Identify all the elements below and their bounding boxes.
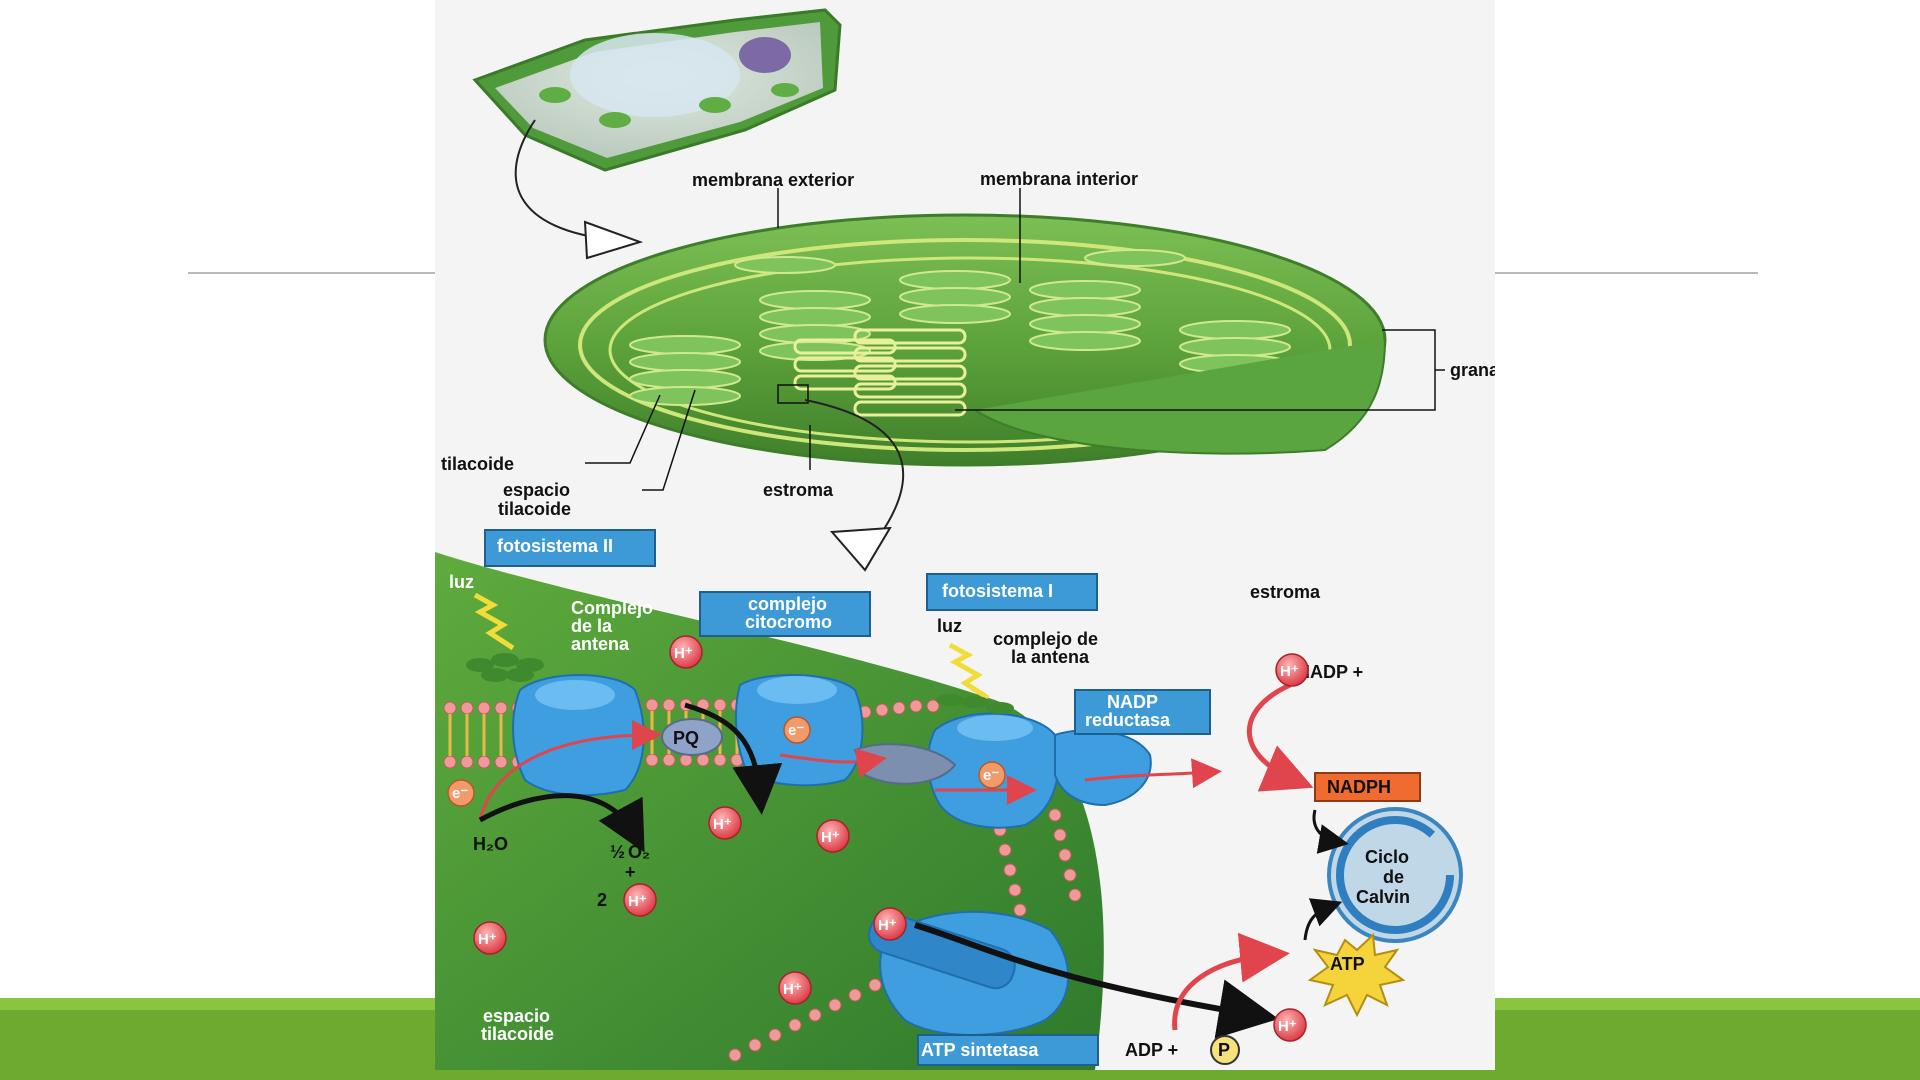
h-ion: H⁺ (816, 819, 850, 853)
phosphate-circle (1210, 1035, 1240, 1065)
svg-text:H⁺: H⁺ (1280, 663, 1299, 680)
atp-starburst (1307, 932, 1406, 1018)
label-pq: PQ (673, 728, 699, 748)
label-fotosistema-i: fotosistema I (942, 581, 1053, 601)
chloroplast-diagram: membrana exterior membrana interior gran… (435, 0, 1500, 1070)
electron: e⁻ (783, 716, 811, 744)
h-ion: H⁺ (669, 635, 703, 669)
label-complejo-citocromo-2: citocromo (745, 612, 832, 632)
label-espacio-bottom-2: tilacoide (481, 1024, 554, 1044)
reaction-arrows (478, 682, 1349, 1039)
atp-synthase-protein (868, 910, 1070, 1036)
h-ion: H⁺ (623, 883, 657, 917)
antenna-complex-dots (466, 653, 1014, 714)
label-espacio-tilacoide-line1: espacio (503, 480, 570, 500)
zoom-arrow-2 (804, 399, 905, 556)
label-p: P (1218, 1040, 1230, 1060)
label-atp: ATP (1330, 954, 1365, 974)
label-nadp-reductasa-2: reductasa (1085, 710, 1171, 730)
h-ion: H⁺ (1275, 653, 1309, 687)
svg-text:H⁺: H⁺ (713, 816, 732, 833)
label-antena-right-1: complejo de (993, 629, 1098, 649)
label-antena-left-1: Complejo (571, 598, 653, 618)
label-estroma-right: estroma (1250, 582, 1321, 602)
calvin-label-1: Ciclo (1365, 847, 1409, 867)
label-membrana-exterior: membrana exterior (692, 170, 854, 190)
label-antena-left-3: antena (571, 634, 630, 654)
box-nadph (1314, 772, 1421, 802)
chloroplast-body (543, 213, 1387, 467)
zoom-arrow-1 (514, 119, 616, 241)
pq-carrier (661, 718, 723, 756)
electron: e⁻ (447, 779, 475, 807)
box-atp-sintetasa (917, 1034, 1099, 1066)
box-nadp-reductasa (1074, 689, 1211, 735)
label-nadp-plus: NADP + (1297, 662, 1363, 682)
label-estroma-top: estroma (763, 480, 834, 500)
label-nadph: NADPH (1327, 777, 1391, 797)
label-antena-left-2: de la (571, 616, 613, 636)
label-complejo-citocromo-1: complejo (748, 594, 827, 614)
leader-lines-top (585, 188, 1445, 491)
label-antena-right-2: la antena (1011, 647, 1090, 667)
light-bolt-left (473, 592, 515, 651)
label-espacio-tilacoide-line2: tilacoide (498, 499, 571, 519)
divider-right (1493, 272, 1758, 274)
label-luz-right: luz (937, 616, 962, 636)
svg-text:H⁺: H⁺ (628, 893, 647, 910)
svg-text:H⁺: H⁺ (783, 981, 802, 998)
h-ion: H⁺ (1273, 1008, 1307, 1042)
label-o2: O₂ (628, 842, 650, 862)
svg-text:H⁺: H⁺ (878, 917, 897, 934)
zoom-arrow-2-head (829, 526, 892, 572)
calvin-cycle: Ciclo de Calvin (1327, 807, 1463, 943)
h-ion: H⁺ (873, 907, 907, 941)
svg-text:e⁻: e⁻ (983, 767, 999, 784)
divider-left (188, 272, 438, 274)
label-plus-o2: + (625, 862, 636, 882)
box-complejo-citocromo (699, 591, 871, 637)
calvin-label-2: de (1383, 867, 1404, 887)
svg-text:H⁺: H⁺ (1278, 1018, 1297, 1035)
zoom-arrow-1-head (583, 220, 644, 260)
electron: e⁻ (978, 761, 1006, 789)
svg-text:e⁻: e⁻ (788, 722, 804, 739)
box-fotosistema-i (926, 573, 1098, 611)
photosystem-ii-protein (512, 674, 645, 797)
label-fotosistema-ii: fotosistema II (497, 536, 613, 556)
cytochrome-complex-protein (734, 674, 864, 787)
label-half: ½ (610, 842, 625, 862)
svg-text:H⁺: H⁺ (674, 645, 693, 662)
h-ion: H⁺ (778, 971, 812, 1005)
plant-cell-illustration (472, 8, 842, 172)
svg-text:H⁺: H⁺ (478, 931, 497, 948)
label-two: 2 (597, 890, 607, 910)
label-grana: grana (1450, 360, 1495, 380)
svg-text:H⁺: H⁺ (821, 829, 840, 846)
h-ion: H⁺ (708, 806, 742, 840)
h-ion: H⁺ (473, 921, 507, 955)
label-h2o: H₂O (473, 834, 508, 854)
label-membrana-interior: membrana interior (980, 169, 1138, 189)
light-bolt-right (948, 642, 990, 701)
chloroplast-svg: membrana exterior membrana interior gran… (435, 0, 1500, 1070)
label-atp-sintetasa: ATP sintetasa (921, 1040, 1039, 1060)
label-adp-plus: ADP + (1125, 1040, 1178, 1060)
calvin-label-3: Calvin (1356, 887, 1410, 907)
label-nadp-reductasa-1: NADP (1107, 692, 1158, 712)
box-fotosistema-ii (484, 529, 656, 567)
label-espacio-bottom-1: espacio (483, 1006, 550, 1026)
label-luz-left: luz (449, 572, 474, 592)
svg-text:e⁻: e⁻ (452, 785, 468, 802)
label-tilacoide: tilacoide (441, 454, 514, 474)
